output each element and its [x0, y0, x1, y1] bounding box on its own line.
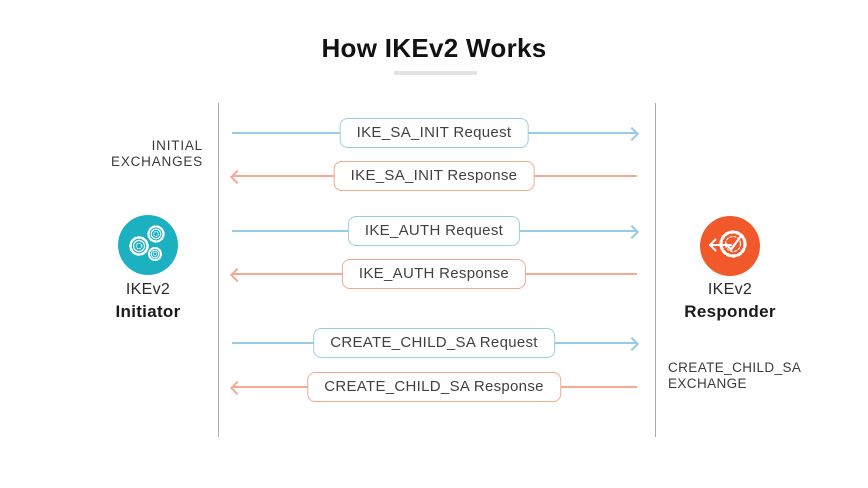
initiator-label: IKEv2 Initiator: [78, 281, 218, 322]
responder-name: IKEv2: [707, 281, 753, 298]
message-box: IKE_SA_INIT Response: [333, 161, 535, 191]
arrowhead-left-icon: [229, 380, 245, 395]
responder-label: IKEv2 Responder: [660, 281, 800, 322]
initiator-role: Initiator: [115, 302, 181, 321]
initiator-node: [118, 215, 178, 275]
initial-exchanges-label: INITIAL EXCHANGES: [40, 138, 203, 170]
create-child-sa-exchange-label: CREATE_CHILD_SA EXCHANGE: [668, 360, 858, 392]
message-box: CREATE_CHILD_SA Response: [307, 372, 561, 402]
message-box: IKE_AUTH Response: [341, 259, 527, 289]
responder-lifeline: [655, 103, 656, 437]
create-child-sa-line1: CREATE_CHILD_SA: [668, 360, 802, 375]
initial-exchanges-line2: EXCHANGES: [111, 154, 203, 169]
arrowhead-left-icon: [229, 169, 245, 184]
message-box: IKE_AUTH Request: [347, 216, 521, 246]
create-child-sa-line2: EXCHANGE: [668, 376, 747, 391]
initiator-lifeline: [218, 103, 219, 437]
initiator-name: IKEv2: [125, 281, 171, 298]
initial-exchanges-line1: INITIAL: [151, 138, 203, 153]
message-box: CREATE_CHILD_SA Request: [313, 328, 555, 358]
gears-icon: [118, 225, 178, 279]
arrowhead-right-icon: [624, 126, 640, 141]
arrowhead-right-icon: [624, 336, 640, 351]
verified-gear-icon: [700, 230, 760, 280]
title-underline: [394, 71, 477, 75]
page-title: How IKEv2 Works: [321, 33, 547, 63]
arrowhead-left-icon: [229, 267, 245, 282]
responder-node: [700, 216, 760, 276]
responder-role: Responder: [684, 302, 776, 321]
message-box: IKE_SA_INIT Request: [339, 118, 529, 148]
arrowhead-right-icon: [624, 224, 640, 239]
